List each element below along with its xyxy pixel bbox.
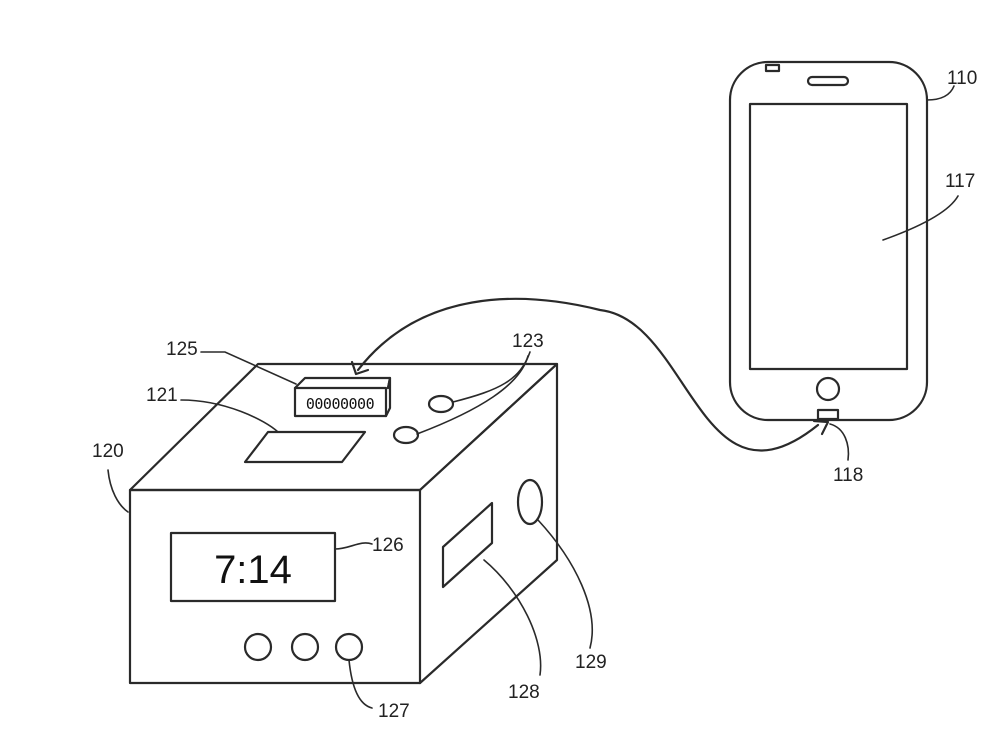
label-117: 117 bbox=[945, 171, 975, 192]
label-110: 110 bbox=[947, 68, 977, 89]
label-126: 126 bbox=[372, 535, 404, 556]
label-120: 120 bbox=[92, 441, 124, 462]
phone-speaker bbox=[806, 75, 850, 87]
phone-body bbox=[728, 60, 929, 422]
leader-129 bbox=[537, 519, 594, 649]
cable-arrowhead-phone bbox=[812, 419, 830, 436]
reference-numerals: 110 117 118 120 121 123 125 126 127 128 … bbox=[92, 68, 977, 722]
leader-123b bbox=[416, 355, 529, 435]
leader-120 bbox=[107, 469, 129, 513]
connector-front bbox=[293, 386, 388, 418]
label-121: 121 bbox=[146, 385, 178, 406]
phone-screen bbox=[748, 102, 909, 371]
label-118: 118 bbox=[833, 465, 863, 486]
front-button-3 bbox=[334, 632, 364, 662]
front-button-2 bbox=[290, 632, 320, 662]
base-side-face bbox=[418, 362, 559, 685]
leader-110 bbox=[926, 85, 955, 101]
label-125: 125 bbox=[166, 339, 198, 360]
leader-125 bbox=[200, 351, 297, 385]
label-128: 128 bbox=[508, 682, 540, 703]
label-129: 129 bbox=[575, 652, 607, 673]
phone-camera bbox=[764, 63, 781, 73]
leader-lines bbox=[107, 85, 959, 709]
leader-117 bbox=[882, 195, 959, 241]
base-front-face bbox=[128, 488, 422, 685]
clock-base: 00000000 7:14 bbox=[128, 362, 559, 685]
label-123: 123 bbox=[512, 331, 544, 352]
charging-cable bbox=[356, 297, 820, 452]
top-button-1 bbox=[427, 394, 455, 414]
clock-display bbox=[169, 531, 337, 603]
side-panel bbox=[441, 501, 494, 589]
leader-121 bbox=[180, 399, 279, 433]
connector-side bbox=[384, 376, 392, 418]
leader-123 bbox=[452, 351, 531, 403]
front-button-1 bbox=[243, 632, 273, 662]
smartphone bbox=[728, 60, 929, 422]
charging-pad bbox=[243, 430, 367, 464]
clock-time: 7:14 bbox=[214, 548, 292, 592]
phone-charging-port bbox=[816, 408, 840, 421]
cable-arrowhead-base bbox=[350, 360, 370, 376]
leader-128 bbox=[483, 559, 542, 676]
leader-127 bbox=[348, 659, 373, 709]
top-button-2 bbox=[392, 425, 420, 445]
label-127: 127 bbox=[378, 701, 410, 722]
base-top-face bbox=[128, 362, 559, 492]
phone-home-button bbox=[815, 376, 841, 402]
connector-digits: 00000000 bbox=[306, 395, 375, 413]
leader-126 bbox=[334, 542, 373, 550]
connector-top bbox=[293, 376, 392, 390]
side-button bbox=[516, 478, 544, 526]
leader-118 bbox=[829, 423, 850, 461]
